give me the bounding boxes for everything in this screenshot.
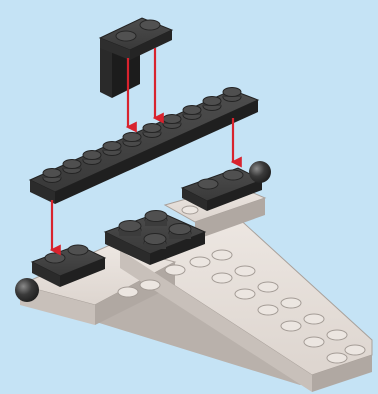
right-ball-joint	[249, 161, 271, 183]
left-ball-joint	[15, 278, 39, 302]
